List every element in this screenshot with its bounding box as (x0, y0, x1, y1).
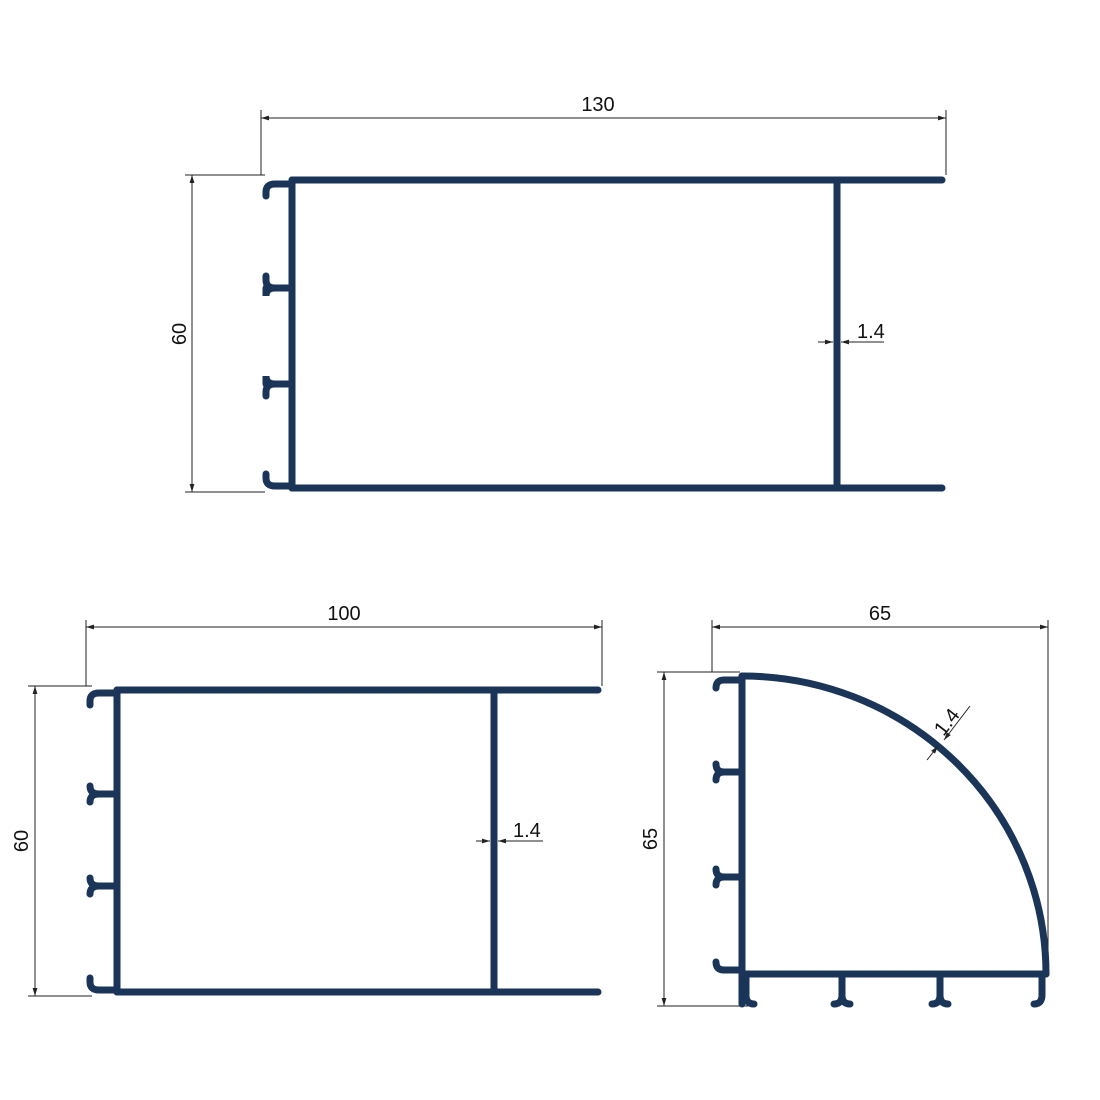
profile-a-height-label: 60 (169, 323, 191, 345)
profile-c: 65 65 (640, 603, 1050, 1008)
profile-b-width-label: 100 (327, 603, 360, 625)
profile-b-height-label: 60 (11, 830, 33, 852)
profile-b-shape (86, 686, 602, 996)
profile-a-height-dimension: 60 (169, 174, 265, 493)
profile-b: 100 60 1.4 (11, 603, 603, 997)
profile-c-height-dimension: 65 (640, 671, 748, 1007)
profile-c-thickness-label: 1.4 (930, 705, 964, 740)
profile-a-thickness-label: 1.4 (857, 321, 885, 343)
profile-c-height-label: 65 (640, 828, 662, 850)
profile-b-width-dimension: 100 (85, 603, 603, 686)
profile-a-shape (262, 176, 946, 492)
profile-b-thickness-dimension: 1.4 (476, 820, 543, 844)
profile-a-width-dimension: 130 (260, 94, 947, 175)
profile-a-width-label: 130 (581, 94, 614, 116)
profile-a: 130 60 1.4 (169, 94, 947, 493)
profile-a-thickness-dimension: 1.4 (818, 321, 885, 345)
profile-c-shape (712, 672, 1050, 1008)
profile-c-width-dimension: 65 (711, 603, 1049, 975)
profile-c-width-label: 65 (869, 603, 891, 625)
profile-b-thickness-label: 1.4 (513, 820, 541, 842)
profile-b-height-dimension: 60 (11, 685, 92, 997)
